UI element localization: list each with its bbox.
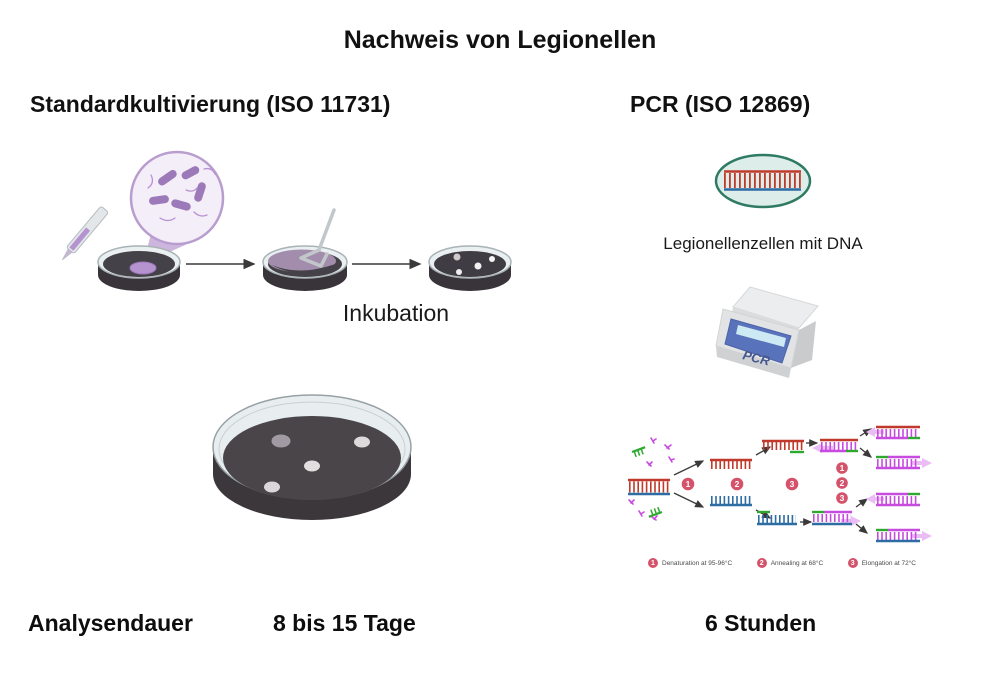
svg-text:2: 2 <box>735 479 740 489</box>
denatured-strand-bottom <box>710 496 752 507</box>
dna-ladder-icon <box>724 170 801 191</box>
bacteria-magnifier-icon <box>129 150 225 246</box>
pcr-machine-label: PCR <box>741 347 772 368</box>
legend-number-badge: 2 <box>756 558 767 568</box>
legend-label: Annealing at 68°C <box>770 559 824 567</box>
pcr-cycle-diagram: 1 2 3 <box>628 425 932 543</box>
svg-text:1: 1 <box>840 463 845 473</box>
petri-dish-spreading <box>262 208 348 291</box>
petri-dish-colonies <box>428 245 512 291</box>
analysis-duration-label: Analysendauer <box>28 610 193 636</box>
legend-item-elongation: 3 Elongation at 72°C <box>847 558 916 568</box>
page-title: Nachweis von Legionellen <box>343 26 657 54</box>
colony <box>264 481 280 493</box>
colony <box>271 434 291 448</box>
elongating-duplex-bottom <box>812 510 861 526</box>
pcr-machine-screen <box>736 325 786 347</box>
pcr-duration-value: 6 Stunden <box>705 610 817 636</box>
legionella-cell-label: Legionellenzellen mit DNA <box>663 234 863 253</box>
culture-section-heading: Standardkultivierung (ISO 11731) <box>30 91 391 117</box>
legend-item-annealing: 2 Annealing at 68°C <box>756 558 824 568</box>
cycle-repeat-circles: 1 2 3 <box>836 462 848 504</box>
pcr-product-2 <box>876 455 932 470</box>
pipette-icon <box>62 206 109 261</box>
petri-dish-inoculation <box>97 245 181 291</box>
annealed-strand-top <box>762 439 804 454</box>
pcr-product-3 <box>866 492 920 507</box>
pcr-machine-icon: PCR <box>715 286 819 378</box>
pcr-product-4 <box>876 528 932 543</box>
svg-text:2: 2 <box>840 478 845 488</box>
elongating-duplex-top <box>812 438 858 453</box>
svg-text:3: 3 <box>790 479 795 489</box>
culture-duration-value: 8 bis 15 Tage <box>273 610 416 636</box>
step-circle-3: 3 <box>785 477 799 491</box>
incubation-label: Inkubation <box>342 300 450 326</box>
pcr-product-1 <box>866 425 920 440</box>
culture-steps-illustration <box>62 150 512 291</box>
svg-text:3: 3 <box>840 493 845 503</box>
legend-number-badge: 1 <box>648 558 658 568</box>
template-dna-icon <box>628 478 670 496</box>
legend-label: Elongation at 72°C <box>861 559 916 567</box>
legend-item-denaturation: 1 Denaturation at 95-96°C <box>648 558 732 568</box>
colony-plate-illustration <box>212 394 412 520</box>
legend-number-badge: 3 <box>847 558 858 568</box>
primer-mix-icons <box>628 437 675 521</box>
pcr-section-heading: PCR (ISO 12869) <box>630 91 811 117</box>
legionella-cell-icon <box>714 153 812 209</box>
cell-spreader-icon <box>299 208 336 268</box>
svg-text:1: 1 <box>686 479 691 489</box>
denatured-strand-top <box>710 458 752 469</box>
pcr-step-legend: 1 Denaturation at 95-96°C 2 Annealing at… <box>648 558 916 568</box>
colony <box>354 436 370 448</box>
step-circle-1: 1 <box>681 477 695 491</box>
step-circle-2: 2 <box>730 477 744 491</box>
annealed-strand-bottom <box>757 510 797 526</box>
legend-label: Denaturation at 95-96°C <box>662 559 733 567</box>
colony <box>304 460 320 472</box>
